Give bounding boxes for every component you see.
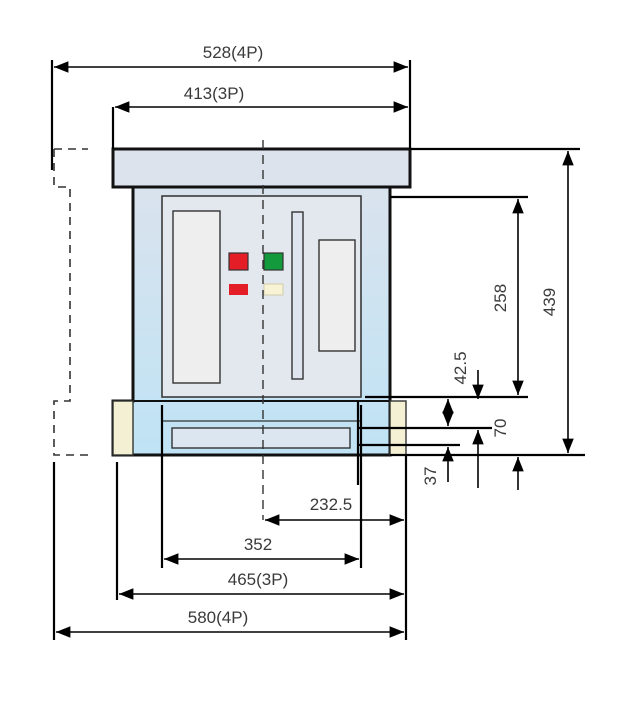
dim-width-4p-top: 528(4P)	[203, 43, 263, 62]
green-indicator-button	[263, 252, 284, 271]
dim-42-5: 42.5	[451, 351, 470, 384]
dim-width-4p-bottom: 580(4P)	[188, 608, 248, 627]
dim-height-upper: 258	[491, 284, 510, 312]
4p-extension-outline	[53, 148, 88, 456]
right-window	[318, 239, 356, 352]
base-bar	[171, 427, 351, 449]
left-foot	[112, 400, 134, 456]
dim-width-3p-bottom: 465(3P)	[228, 570, 288, 589]
cabinet-body	[111, 147, 412, 457]
center-slot	[291, 211, 304, 380]
dim-37: 37	[421, 467, 440, 486]
cabinet-top-cap	[111, 147, 412, 189]
dim-height-total: 439	[540, 288, 559, 316]
red-indicator-button	[228, 252, 249, 271]
dim-70: 70	[491, 419, 510, 438]
dim-232-5: 232.5	[310, 495, 353, 514]
cream-status-lamp	[263, 283, 284, 296]
extension-lines	[50, 60, 585, 640]
left-window	[172, 210, 221, 384]
dimension-lines	[54, 61, 574, 638]
dim-width-3p-top: 413(3P)	[184, 84, 244, 103]
dim-352: 352	[244, 535, 272, 554]
red-status-lamp	[229, 284, 248, 295]
